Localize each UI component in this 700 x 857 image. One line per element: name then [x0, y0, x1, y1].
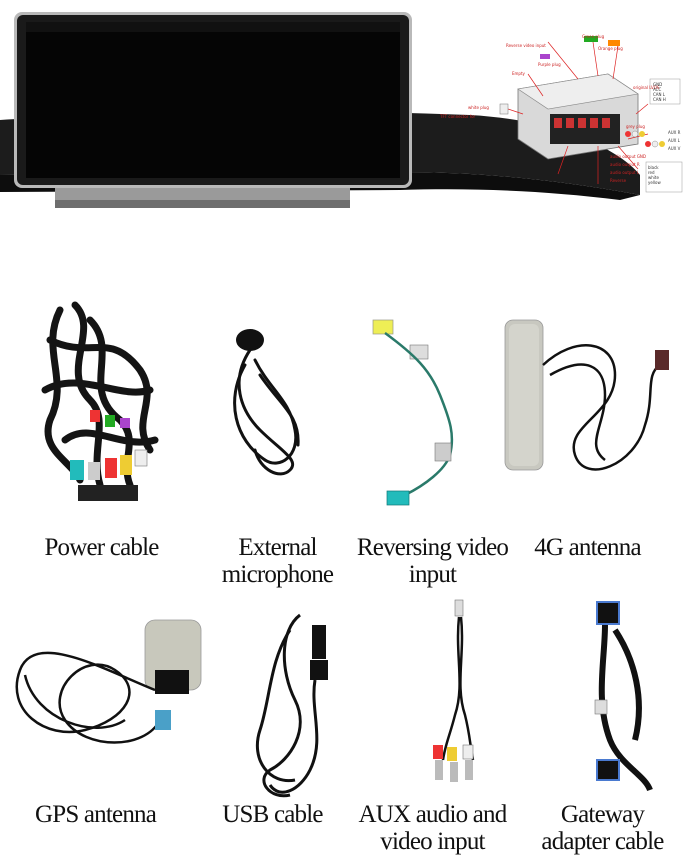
item-label: USB cable	[185, 801, 360, 828]
item-label: AUX audio and video input	[345, 801, 520, 855]
wiring-label-original-lvds: original LVDS	[633, 85, 660, 90]
item-label: 4G antenna	[500, 534, 675, 561]
label-line: 4G antenna	[534, 534, 641, 561]
wiring-label-gnd: GND	[653, 82, 663, 87]
gps-antenna-photo	[15, 619, 202, 744]
wiring-label-aux-r: AUX R	[668, 130, 681, 135]
wiring-label-orange-plug: Orange plug	[598, 46, 623, 51]
wiring-label-empty: Empty	[512, 71, 525, 76]
item-label: GPS antenna	[8, 801, 183, 828]
wiring-label-audio-output-r: audio output R	[610, 162, 640, 167]
wiring-diagram: Reverse video input Green plug Orange pl…	[440, 34, 688, 204]
4g-antenna-photo	[504, 319, 669, 471]
label-line: Reversing video	[356, 534, 509, 561]
gateway-cable-photo	[594, 601, 653, 792]
wiring-label-white-plug: white plug	[468, 105, 489, 110]
reversing-video-photo	[372, 319, 454, 506]
wiring-label-grey-plug: grey plug	[626, 124, 645, 129]
wiring-label-can-h: CAN H	[653, 97, 666, 102]
wiring-label-aux-v: AUX V	[668, 146, 681, 151]
label-line: adapter cable	[541, 828, 664, 855]
product-hero: Reverse video input Green plug Orange pl…	[0, 0, 700, 220]
power-cable-photo	[41, 301, 159, 501]
wiring-label-aux-l: AUX L	[668, 138, 680, 143]
label-line: Gateway	[560, 801, 645, 828]
wiring-label-tft-connector: TFT connector for	[440, 114, 476, 119]
wiring-label-purple-plug: Purple plug	[538, 62, 561, 67]
microphone-photo	[233, 329, 300, 476]
label-line: AUX audio and	[358, 801, 508, 828]
wiring-label-acc: ACC	[653, 87, 662, 92]
wiring-label-can-l: CAN L	[653, 92, 666, 97]
item-label: Power cable	[14, 534, 189, 561]
label-line: microphone	[221, 561, 334, 588]
label-line: video input	[380, 828, 485, 855]
wiring-label-yellow: yellow	[648, 180, 661, 185]
label-line: GPS antenna	[34, 801, 157, 828]
wiring-label-green-plug: Green plug	[582, 34, 605, 39]
usb-cable-photo	[255, 613, 328, 798]
wiring-label-black: black	[648, 165, 659, 170]
item-label: Gateway adapter cable	[515, 801, 690, 855]
wiring-label-audio-output-gnd: audio output GND	[610, 154, 646, 159]
item-label: External microphone	[190, 534, 365, 588]
label-line: input	[408, 561, 457, 588]
label-line: Power cable	[44, 534, 159, 561]
item-label: Reversing video input	[345, 534, 520, 588]
wiring-label-reverse-video: Reverse video input	[506, 43, 546, 48]
wiring-label-reverse: Reverse	[610, 178, 627, 183]
dashboard-screen-image	[0, 12, 640, 208]
aux-cable-photo	[433, 599, 475, 782]
wiring-label-audio-output-l: audio output L	[610, 170, 640, 175]
label-line: USB cable	[222, 801, 323, 828]
label-line: External	[238, 534, 317, 561]
wiring-label-white: white	[648, 175, 659, 180]
wiring-label-red: red	[648, 170, 655, 175]
